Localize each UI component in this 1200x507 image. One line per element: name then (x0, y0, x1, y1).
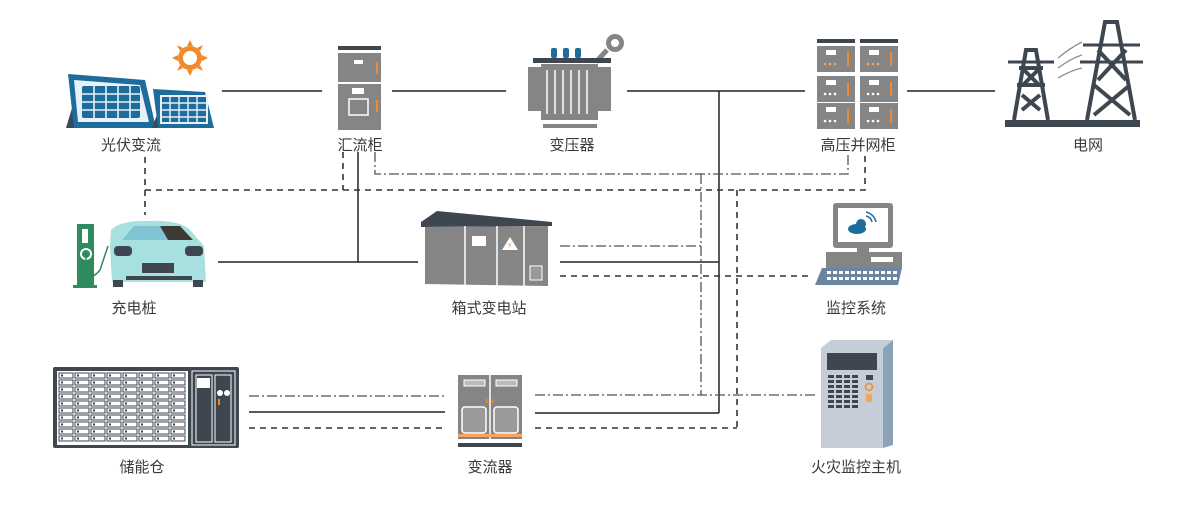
fire-signal-lines (249, 152, 849, 397)
label-hv-cabinet: 高压并网柜 (820, 136, 896, 154)
box-substation-icon: ⚡ (421, 211, 552, 286)
converter-icon (458, 375, 522, 447)
power-lines (218, 90, 995, 414)
svg-text:⚡: ⚡ (507, 241, 513, 250)
dashdot-top (374, 152, 849, 175)
label-converter: 变流器 (467, 458, 513, 476)
monitoring-computer-icon (815, 203, 902, 285)
fire-alarm-host-icon (821, 340, 893, 448)
label-combiner-cabinet: 汇流柜 (337, 136, 383, 154)
comm-top-bus (145, 152, 866, 191)
label-energy-storage: 储能仓 (119, 458, 165, 476)
label-pv-inverter: 光伏变流 (100, 136, 162, 154)
label-box-substation: 箱式变电站 (451, 299, 527, 317)
label-fire-monitor-host: 火灾监控主机 (810, 458, 902, 476)
solar-panel-icon (66, 40, 214, 128)
label-charging-pile: 充电桩 (111, 299, 157, 317)
label-monitoring-system: 监控系统 (825, 299, 887, 317)
energy-storage-icon (53, 367, 239, 448)
label-transformer: 变压器 (549, 136, 595, 154)
combiner-cabinet-icon (338, 46, 381, 130)
power-tower-icon (1005, 20, 1143, 127)
hv-cabinet-icon (817, 39, 898, 129)
charging-station-icon (73, 220, 206, 288)
label-grid: 电网 (1072, 136, 1104, 154)
transformer-icon (528, 34, 624, 128)
communication-lines (144, 152, 866, 429)
